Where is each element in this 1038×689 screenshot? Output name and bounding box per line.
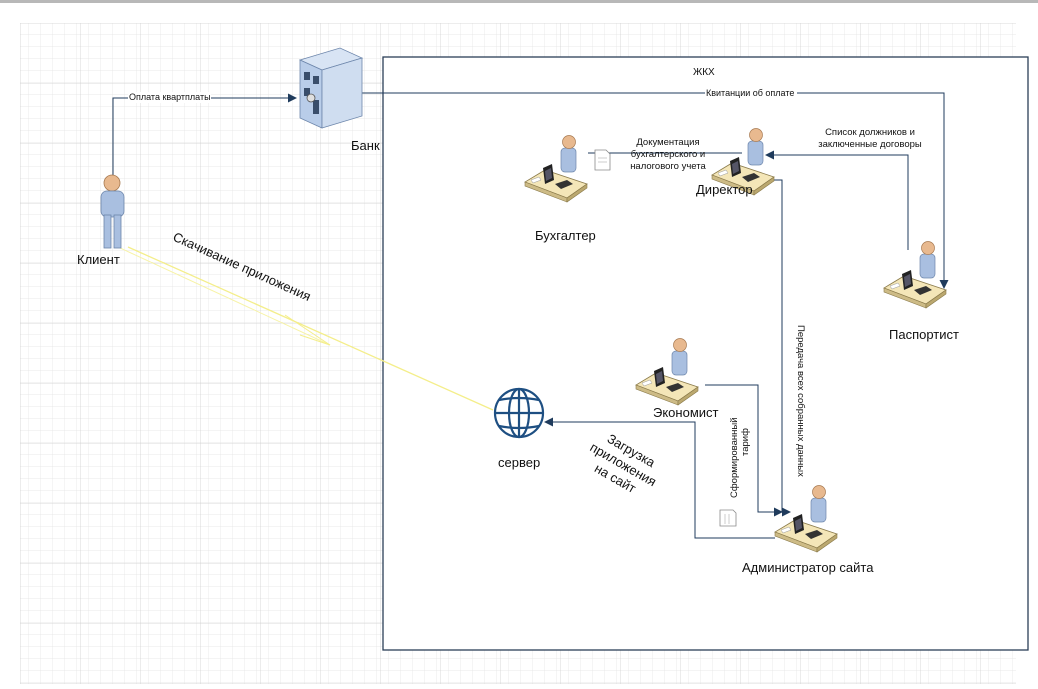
economist-label: Экономист bbox=[653, 405, 719, 420]
passport-officer-label: Паспортист bbox=[889, 327, 959, 342]
debtors-label-line2: заключенные договоры bbox=[818, 139, 922, 150]
site-admin-label: Администратор сайта bbox=[742, 560, 874, 575]
debtors-connector bbox=[765, 150, 909, 250]
tariff-label-line2: тариф bbox=[740, 428, 751, 456]
debtors-label-line1: Список должников и bbox=[825, 127, 915, 138]
container-label: ЖКХ bbox=[693, 67, 715, 78]
document-icon bbox=[594, 149, 611, 171]
diagram-svg: ЖКХ Скачивание приложения Оплата квартпл… bbox=[20, 23, 1029, 684]
accounting-label-line3: налогового учета bbox=[630, 161, 706, 172]
data-transfer-label: Передача всех собранных данных bbox=[795, 325, 806, 477]
zhkh-container bbox=[382, 56, 1029, 651]
receipts-connector bbox=[362, 92, 949, 289]
client-label: Клиент bbox=[77, 252, 120, 267]
client-icon bbox=[100, 174, 125, 249]
tariff-document-icon bbox=[719, 509, 737, 527]
receipts-label: Квитанции об оплате bbox=[706, 88, 794, 98]
diagram-canvas: ЖКХ Скачивание приложения Оплата квартпл… bbox=[0, 3, 1038, 684]
bank-icon bbox=[298, 47, 364, 129]
accounting-label-line1: Документация bbox=[636, 137, 699, 148]
rent-payment-label: Оплата квартплаты bbox=[129, 92, 211, 102]
bank-label: Банк bbox=[351, 138, 380, 153]
canvas-top-border bbox=[0, 0, 1038, 3]
upload-connector bbox=[544, 417, 775, 539]
server-label: сервер bbox=[498, 455, 540, 470]
globe-icon bbox=[493, 387, 545, 439]
tariff-connector bbox=[705, 384, 783, 517]
accountant-label: Бухгалтер bbox=[535, 228, 596, 243]
connectors bbox=[112, 92, 949, 539]
download-connector bbox=[117, 246, 494, 411]
accounting-label-line2: бухгалтерского и bbox=[631, 149, 705, 160]
director-label: Директор bbox=[696, 182, 753, 197]
tariff-label-line1: Сформированный bbox=[729, 418, 740, 499]
rent-payment-connector bbox=[112, 93, 297, 175]
